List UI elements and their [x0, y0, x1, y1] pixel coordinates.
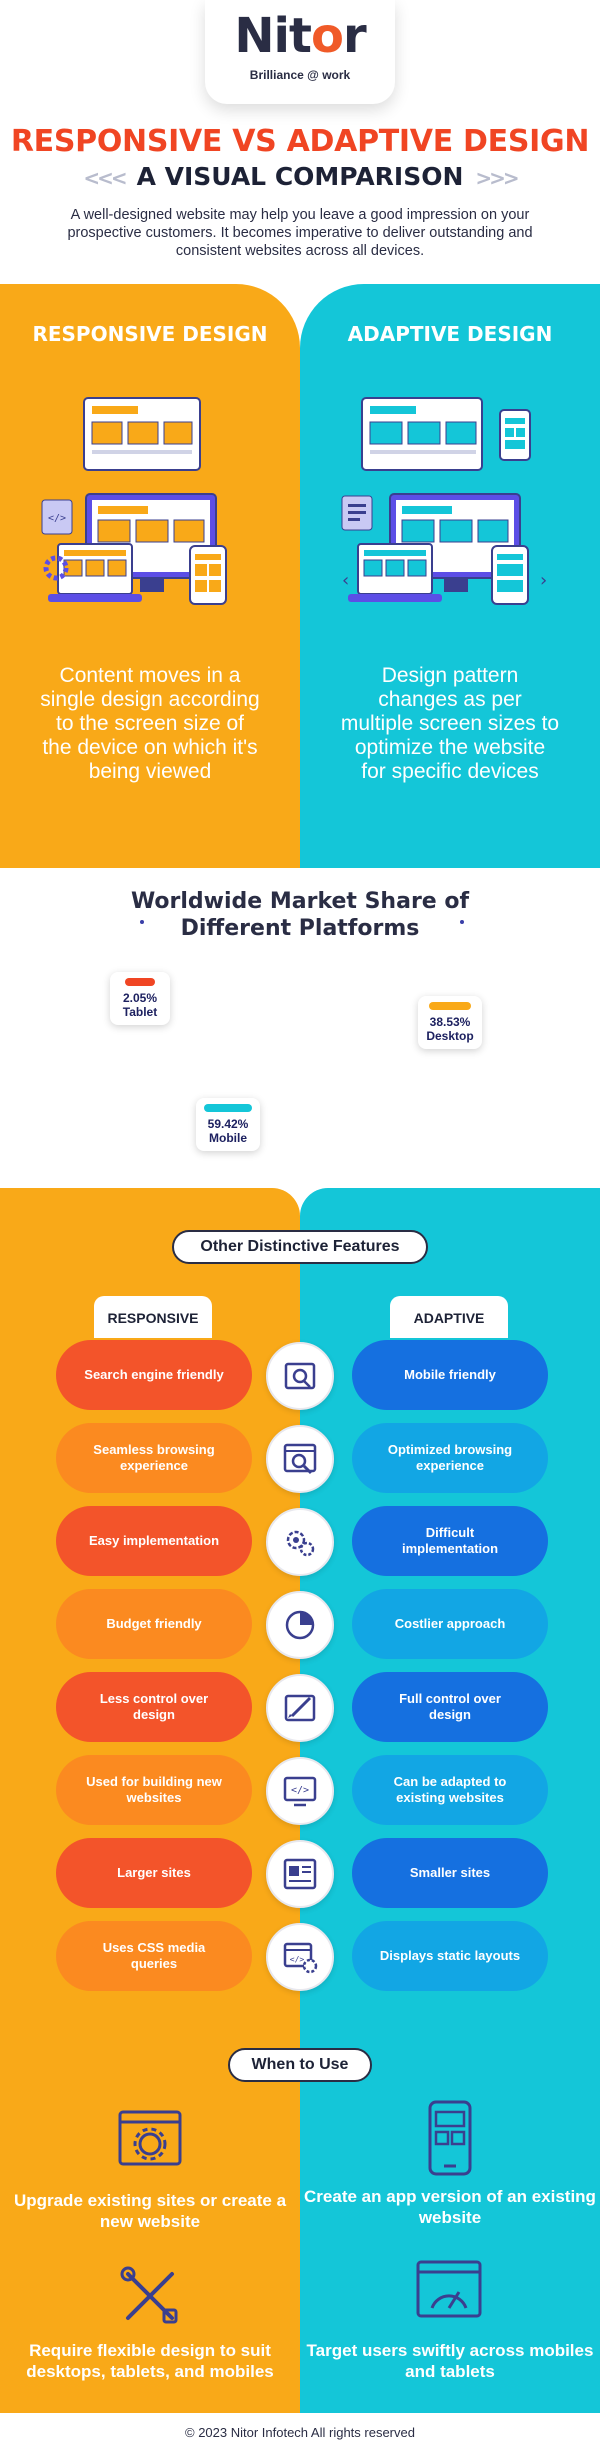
adaptive-feature: Displays static layouts: [352, 1921, 548, 1991]
feature-row: Larger sites Smaller sites: [0, 1838, 600, 1908]
market-share-desktop: 38.53% Desktop: [418, 996, 482, 1049]
page-subtitle: <<< A VISUAL COMPARISON >>>: [0, 162, 600, 191]
responsive-feature: Less control over design: [56, 1672, 252, 1742]
seo-icon: [284, 1362, 316, 1390]
responsive-column-tab: RESPONSIVE: [94, 1296, 212, 1338]
responsive-use-2: Require flexible design to suit desktops…: [26, 2341, 274, 2381]
responsive-description: Content moves in a single design accordi…: [40, 664, 260, 783]
tools-icon: [120, 2266, 178, 2324]
footer-copyright: © 2023 Nitor Infotech All rights reserve…: [0, 2413, 600, 2452]
adaptive-devices-illustration: ‹ ›: [341, 397, 547, 605]
code-monitor-icon: </>: [283, 1776, 317, 1807]
tablet-share-bar: [124, 978, 156, 986]
browser-search-icon: [283, 1443, 317, 1475]
responsive-feature: Used for building new websites: [56, 1755, 252, 1825]
gears-icon: [286, 1530, 315, 1557]
desktop-share-value: 38.53%: [429, 1015, 471, 1029]
responsive-panel: RESPONSIVE DESIGN </> C: [0, 284, 300, 868]
adaptive-feature: Full control over design: [352, 1672, 548, 1742]
feature-icon-holder: [266, 1591, 334, 1659]
adaptive-feature: Optimized browsing experience: [352, 1423, 548, 1493]
mobile-share-value: 59.42%: [207, 1117, 249, 1131]
feature-row: Less control over design Full control ove…: [0, 1672, 600, 1742]
css-settings-icon: </>: [283, 1942, 318, 1974]
svg-text:</>: </>: [48, 513, 66, 524]
feature-icon-holder: [266, 1425, 334, 1493]
adaptive-heading: ADAPTIVE DESIGN: [347, 322, 553, 346]
decorative-dot: [460, 920, 464, 924]
responsive-feature: Easy implementation: [56, 1506, 252, 1576]
tablet-share-value: 2.05%: [122, 991, 158, 1005]
svg-text:</>: </>: [290, 1955, 305, 1964]
logo-card: Nitor Brilliance @ work: [205, 0, 395, 104]
market-share-title-line1: Worldwide Market Share of: [130, 889, 470, 914]
adaptive-feature: Costlier approach: [352, 1589, 548, 1659]
market-share-mobile: 59.42% Mobile: [196, 1098, 260, 1151]
adaptive-use-2: Target users swiftly across mobiles and …: [306, 2341, 594, 2381]
mobile-share-label: Mobile: [209, 1131, 247, 1145]
chevrons-right-icon: >>>: [475, 166, 519, 190]
decorative-dot: [140, 920, 144, 924]
subtitle-text: A VISUAL COMPARISON: [136, 162, 464, 191]
feature-icon-holder: [266, 1840, 334, 1908]
responsive-devices-illustration: </>: [41, 397, 227, 605]
intro-paragraph: A well-designed website may help you lea…: [67, 207, 533, 259]
page-title: RESPONSIVE VS ADAPTIVE DESIGN: [10, 124, 590, 159]
desktop-share-label: Desktop: [426, 1029, 474, 1043]
feature-icon-holder: </>: [266, 1757, 334, 1825]
features-title: Other Distinctive Features: [172, 1230, 428, 1264]
feature-row: Used for building new websites </> Can be …: [0, 1755, 600, 1825]
svg-text:‹: ‹: [342, 570, 349, 591]
feature-row: Easy implementation Difficult implementat…: [0, 1506, 600, 1576]
mobile-share-bar: [204, 1104, 252, 1112]
design-tool-icon: [284, 1694, 316, 1722]
mobile-app-icon: [428, 2100, 472, 2176]
feature-icon-holder: [266, 1674, 334, 1742]
svg-text:›: ›: [540, 570, 547, 591]
feature-row: Seamless browsing experience Optimized br…: [0, 1423, 600, 1493]
when-to-use-title: When to Use: [228, 2048, 372, 2082]
adaptive-description: Design pattern changes as per multiple s…: [340, 664, 560, 783]
feature-icon-holder: </>: [266, 1923, 334, 1991]
market-share-tablet: 2.05% Tablet: [110, 972, 170, 1025]
pie-chart-icon: [285, 1610, 315, 1640]
responsive-feature: Budget friendly: [56, 1589, 252, 1659]
speed-target-icon: [416, 2260, 482, 2318]
chevrons-left-icon: <<<: [83, 166, 127, 190]
svg-text:</>: </>: [291, 1785, 309, 1796]
feature-row: Uses CSS media queries </> Displays static…: [0, 1921, 600, 1991]
feature-icon-holder: [266, 1508, 334, 1576]
feature-row: Budget friendly Costlier approach: [0, 1589, 600, 1659]
market-share-title: Worldwide Market Share of Different Plat…: [0, 888, 600, 942]
feature-row: Search engine friendly Mobile friendly: [0, 1340, 600, 1410]
adaptive-panel: ADAPTIVE DESIGN ‹ › Desi: [300, 284, 600, 868]
responsive-feature: Search engine friendly: [56, 1340, 252, 1410]
feature-icon-holder: [266, 1342, 334, 1410]
adaptive-feature: Smaller sites: [352, 1838, 548, 1908]
market-share-title-line2: Different Platforms: [180, 916, 420, 941]
responsive-feature: Larger sites: [56, 1838, 252, 1908]
adaptive-column-tab: ADAPTIVE: [390, 1296, 508, 1338]
website-layout-icon: [283, 1858, 317, 1890]
tablet-share-label: Tablet: [122, 1005, 158, 1019]
upgrade-settings-icon: [118, 2110, 182, 2166]
brand-logo: Nitor: [234, 8, 366, 64]
adaptive-feature: Mobile friendly: [352, 1340, 548, 1410]
adaptive-feature: Difficult implementation: [352, 1506, 548, 1576]
desktop-share-bar: [429, 1002, 471, 1010]
adaptive-feature: Can be adapted to existing websites: [352, 1755, 548, 1825]
brand-tagline: Brilliance @ work: [249, 68, 351, 82]
responsive-use-1: Upgrade existing sites or create a new w…: [13, 2191, 287, 2231]
responsive-feature: Uses CSS media queries: [56, 1921, 252, 1991]
adaptive-use-1: Create an app version of an existing web…: [304, 2187, 596, 2227]
responsive-heading: RESPONSIVE DESIGN: [32, 322, 268, 346]
responsive-feature: Seamless browsing experience: [56, 1423, 252, 1493]
